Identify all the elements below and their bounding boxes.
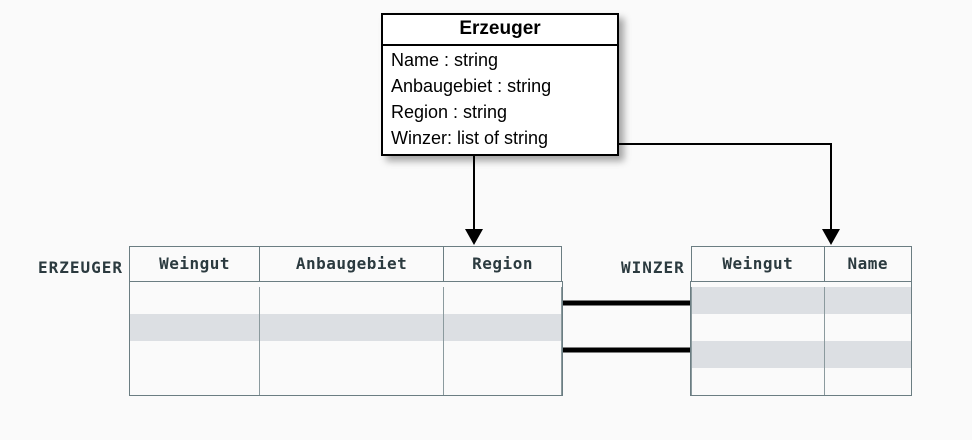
uml-attribute-name: Name : string [391,49,499,70]
table-row[interactable] [129,287,563,314]
table-row-highlighted[interactable] [129,314,563,341]
table-label-erzeuger: ERZEUGER [38,258,124,277]
table-cell[interactable] [690,341,825,368]
table-header-row: Weingut Name [690,246,912,282]
table-cell[interactable] [823,368,912,395]
column-header-name[interactable]: Name [823,246,912,282]
table-label-winzer: WINZER [621,258,685,277]
table-cell[interactable] [823,287,912,314]
uml-class-erzeuger[interactable]: Erzeuger Name : string Anbaugebiet : str… [381,13,619,157]
table-grid-winzer: Weingut Name [690,246,913,396]
table-cell[interactable] [690,368,825,395]
relational-table-erzeuger: ERZEUGER Weingut Anbaugebiet Region [38,246,563,396]
table-row[interactable] [690,314,912,341]
table-row[interactable] [129,341,563,368]
relational-table-winzer: WINZER Weingut Name [621,246,913,396]
table-cell[interactable] [443,341,563,368]
table-cell[interactable] [129,287,261,314]
uml-attribute-winzer: Winzer: list of string [391,127,549,148]
table-row[interactable] [690,368,912,395]
table-row-highlighted[interactable] [690,287,912,314]
table-cell[interactable] [259,314,445,341]
table-cell[interactable] [129,314,261,341]
table-cell[interactable] [690,314,825,341]
table-cell[interactable] [443,314,563,341]
arrow-to-winzer-table [607,143,840,245]
table-grid-erzeuger: Weingut Anbaugebiet Region [128,246,563,396]
table-cell[interactable] [259,287,445,314]
uml-attribute-anbaugebiet: Anbaugebiet : string [391,75,552,96]
table-cell[interactable] [259,368,445,395]
table-header-row: Weingut Anbaugebiet Region [129,246,563,282]
table-row[interactable] [129,368,563,395]
uml-class-name: Erzeuger [383,15,617,46]
column-header-weingut[interactable]: Weingut [690,246,825,282]
table-cell[interactable] [259,341,445,368]
table-cell[interactable] [823,314,912,341]
table-cell[interactable] [129,341,261,368]
column-header-anbaugebiet[interactable]: Anbaugebiet [259,246,445,282]
uml-attribute-region: Region : string [391,101,508,122]
uml-attribute-list: Name : string Anbaugebiet : string Regio… [383,46,617,155]
table-cell[interactable] [823,341,912,368]
column-header-weingut[interactable]: Weingut [129,246,261,282]
table-cell[interactable] [129,368,261,395]
column-header-region[interactable]: Region [443,246,563,282]
table-row-highlighted[interactable] [690,341,912,368]
table-cell[interactable] [690,287,825,314]
table-cell[interactable] [443,368,563,395]
table-cell[interactable] [443,287,563,314]
